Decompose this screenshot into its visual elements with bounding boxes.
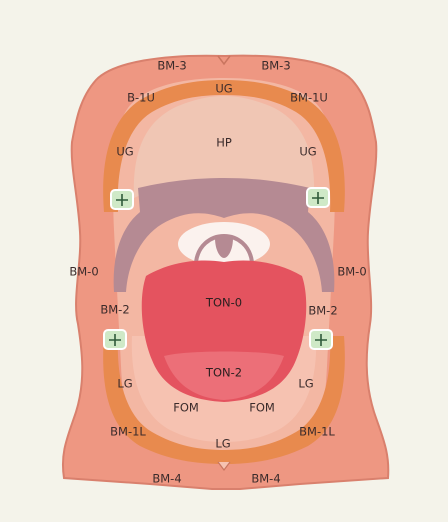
label-b1u: B-1U <box>127 91 155 105</box>
label-lg-right: LG <box>298 377 313 391</box>
label-ton0: TON-0 <box>205 296 242 310</box>
label-ug-left: UG <box>116 145 133 159</box>
label-bm1l-right: BM-1L <box>299 425 335 439</box>
label-bm1l-left: BM-1L <box>110 425 146 439</box>
label-bm2-right: BM-2 <box>308 304 337 318</box>
label-ug-top: UG <box>215 82 232 96</box>
label-bm3-right: BM-3 <box>261 59 290 73</box>
label-bm0-left: BM-0 <box>69 265 98 279</box>
label-hp: HP <box>216 136 232 150</box>
label-fom-left: FOM <box>173 401 199 415</box>
label-lg-left: LG <box>117 377 132 391</box>
label-fom-right: FOM <box>249 401 275 415</box>
label-bm3-left: BM-3 <box>157 59 186 73</box>
tooth-upper-left <box>111 190 133 209</box>
label-ug-right: UG <box>299 145 316 159</box>
label-lg-bottom: LG <box>215 437 230 451</box>
label-bm1u: BM-1U <box>290 91 328 105</box>
label-bm2-left: BM-2 <box>100 303 129 317</box>
tooth-lower-left <box>104 330 126 349</box>
tooth-lower-right <box>310 330 332 349</box>
label-bm4-right: BM-4 <box>251 472 280 486</box>
tooth-upper-right <box>307 188 329 207</box>
label-bm0-right: BM-0 <box>337 265 366 279</box>
label-bm4-left: BM-4 <box>152 472 181 486</box>
label-ton2: TON-2 <box>205 366 242 380</box>
